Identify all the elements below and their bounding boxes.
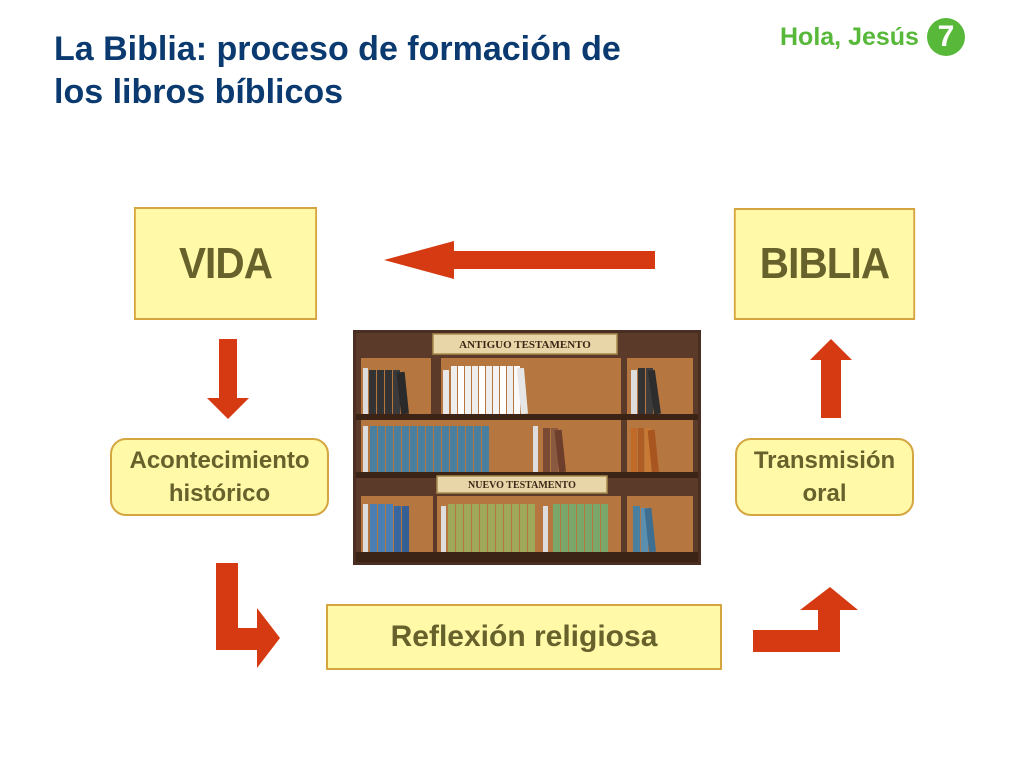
box-transmision-line-2: oral (802, 480, 847, 507)
box-acontecimiento-historico: Acontecimiento histórico (110, 438, 329, 516)
box-vida-label: VIDA (178, 238, 273, 288)
arrow-biblia-to-vida (384, 241, 655, 279)
plaque-antiguo-testamento: ANTIGUO TESTAMENTO (459, 339, 591, 351)
brand-number-badge: 7 (926, 18, 965, 56)
arrow-acontecimiento-to-reflexion (216, 563, 280, 668)
brand-logo: Hola, Jesús 7 (780, 16, 965, 58)
title-line-2: los libros bíblicos (54, 73, 344, 111)
arrow-vida-to-acontecimiento (207, 339, 249, 419)
box-acontecimiento-line-1: Acontecimiento (129, 447, 310, 474)
box-acontecimiento-line-2: histórico (168, 480, 271, 507)
page-title: La Biblia: proceso de formación de los l… (54, 28, 754, 114)
box-biblia-label: BIBLIA (759, 239, 890, 288)
box-vida: VIDA (133, 207, 318, 320)
title-line-1: La Biblia: proceso de formación de (54, 30, 621, 68)
box-transmision-line-1: Transmisión (753, 447, 896, 474)
box-transmision-oral: Transmisión oral (735, 438, 914, 516)
arrow-reflexion-to-transmision (753, 587, 858, 652)
box-reflexion-label: Reflexión religiosa (390, 620, 658, 653)
brand-text: Hola, Jesús (780, 22, 919, 51)
arrow-transmision-to-biblia (810, 339, 852, 418)
plaque-nuevo-testamento: NUEVO TESTAMENTO (468, 480, 576, 491)
box-reflexion-religiosa: Reflexión religiosa (326, 604, 722, 670)
bookshelf-illustration: ANTIGUO TESTAMENTO NUEVO TESTAMENTO (353, 330, 701, 565)
box-biblia: BIBLIA (733, 208, 916, 320)
